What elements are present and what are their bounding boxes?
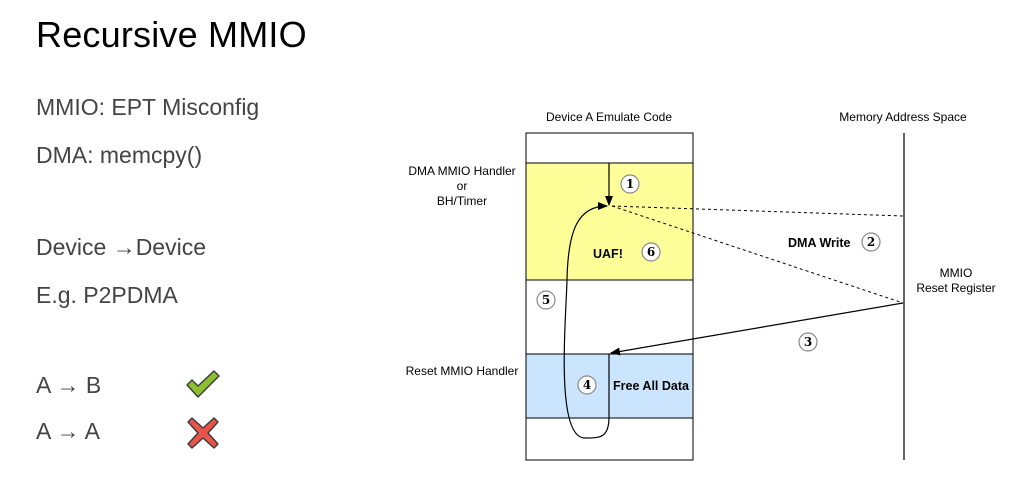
dma-handler-label-line3: BH/Timer [437,194,487,208]
step-5-number: 5 [542,293,550,307]
step-4-number: 4 [583,378,591,392]
dma-write-label: DMA Write [788,236,851,250]
mmio-register-label-line2: Reset Register [916,281,995,295]
step-2-badge: 2 [861,232,881,252]
reset-handler-label: Reset MMIO Handler [406,364,519,378]
bullet-device-to-device: Device →Device [36,234,206,260]
step-4-badge: 4 [577,375,597,395]
step-1-number: 1 [626,177,634,191]
bullet-p2pdma: E.g. P2PDMA [36,282,178,308]
step-3-badge: 3 [798,332,818,352]
free-all-data-label: Free All Data [613,379,690,393]
device-column-header: Device A Emulate Code [546,110,672,124]
checkmark-icon [186,370,220,398]
slide-title: Recursive MMIO [36,14,307,55]
step-1-badge: 1 [620,174,640,194]
dma-handler-label-line2: or [457,179,468,193]
step-3-arrow [610,302,904,356]
dma-write-dashed-line-upper [611,205,904,217]
step-3-number: 3 [804,335,812,349]
step-6-badge: 6 [641,242,661,262]
bullet-a-to-b: A → B [36,372,102,398]
bullet-dma-memcpy: DMA: memcpy() [36,142,203,168]
cross-icon [187,417,219,449]
bullet-mmio-ept: MMIO: EPT Misconfig [36,94,260,120]
uaf-label: UAF! [593,247,623,261]
step-5-badge: 5 [536,290,556,310]
dma-handler-label-line1: DMA MMIO Handler [408,164,515,178]
step-5-loop-arrow [563,202,610,439]
bullet-a-to-a: A → A [36,418,100,444]
mmio-register-label-line1: MMIO [940,266,973,280]
step-6-number: 6 [647,245,655,259]
memory-column-header: Memory Address Space [839,110,967,124]
step-2-number: 2 [867,235,875,249]
